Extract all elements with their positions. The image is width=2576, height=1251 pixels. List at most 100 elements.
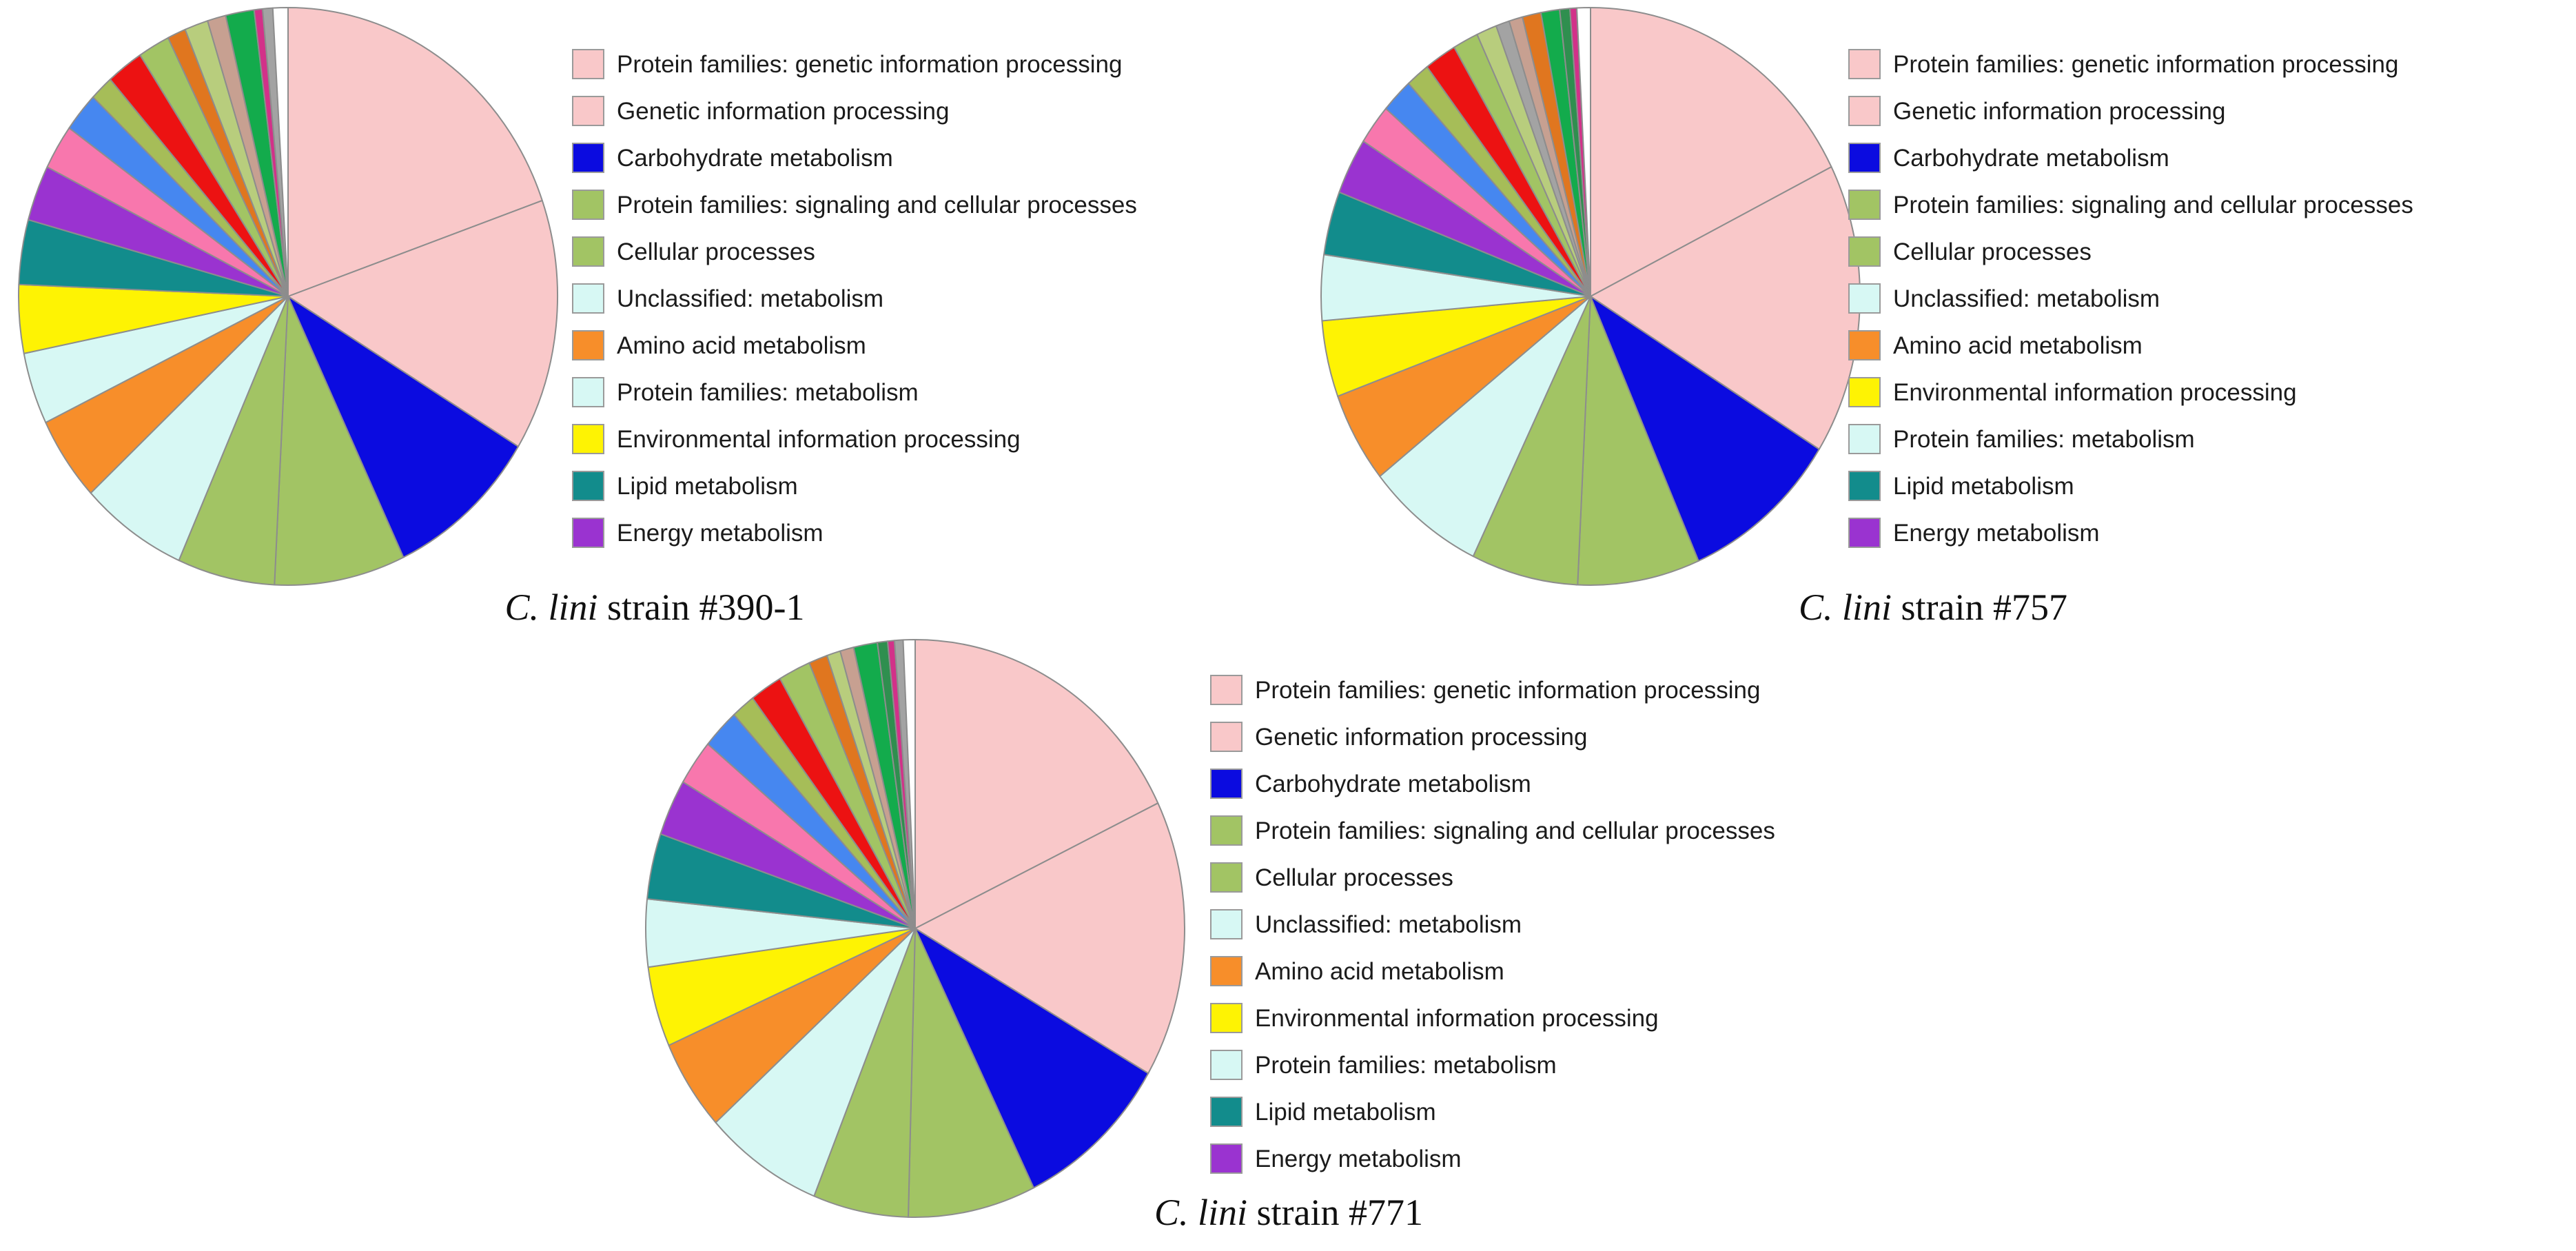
legend-swatch	[1210, 909, 1243, 939]
pie-slice	[90, 296, 289, 562]
legend-item: Amino acid metabolism	[572, 329, 1137, 361]
legend-item: Protein families: signaling and cellular…	[572, 189, 1137, 221]
legend-swatch	[1210, 675, 1243, 705]
legend-swatch	[572, 518, 604, 548]
pie-slice	[1577, 296, 1699, 586]
pie-slice	[813, 928, 916, 1218]
legend-swatch	[1848, 49, 1881, 79]
legend-item: Carbohydrate metabolism	[572, 142, 1137, 174]
legend-strain-757: Protein families: genetic information pr…	[1848, 48, 2413, 564]
legend-item: Cellular processes	[572, 236, 1137, 267]
legend-label: Protein families: metabolism	[617, 378, 919, 406]
legend-swatch	[572, 49, 604, 79]
legend-label: Unclassified: metabolism	[617, 285, 884, 312]
legend-item: Energy metabolism	[1848, 517, 2413, 549]
legend-label: Genetic information processing	[1893, 97, 2226, 125]
legend-item: Unclassified: metabolism	[572, 283, 1137, 314]
legend-swatch	[1210, 1050, 1243, 1080]
pie-slice	[715, 928, 916, 1197]
legend-label: Protein families: metabolism	[1255, 1051, 1557, 1079]
legend-swatch	[1848, 471, 1881, 501]
pie-slice	[914, 928, 1149, 1189]
legend-label: Lipid metabolism	[617, 472, 798, 500]
legend-swatch	[1848, 330, 1881, 360]
pie-slice	[914, 639, 1159, 929]
legend-item: Energy metabolism	[572, 517, 1137, 549]
legend-item: Environmental information processing	[1210, 1002, 1775, 1034]
pie-slice	[1576, 7, 1591, 297]
legend-swatch	[1848, 190, 1881, 220]
legend-label: Energy metabolism	[1893, 519, 2100, 547]
pie-slice	[914, 802, 1186, 1075]
legend-swatch	[1210, 769, 1243, 799]
legend-label: Cellular processes	[1893, 238, 2092, 265]
legend-swatch	[1210, 1003, 1243, 1033]
legend-item: Genetic information processing	[1210, 721, 1775, 753]
caption-rest: strain #771	[1247, 1192, 1423, 1233]
legend-swatch	[1848, 236, 1881, 267]
pie-slice	[272, 7, 289, 297]
pie-chart-strain-771	[645, 638, 1186, 1218]
legend-strain-771: Protein families: genetic information pr…	[1210, 674, 1775, 1190]
legend-swatch	[1210, 815, 1243, 846]
legend-item: Protein families: metabolism	[1210, 1049, 1775, 1081]
pie-slice	[287, 296, 519, 558]
legend-label: Cellular processes	[617, 238, 815, 265]
pie-slice	[178, 296, 289, 586]
legend-item: Lipid metabolism	[1848, 470, 2413, 502]
legend-swatch	[1848, 143, 1881, 173]
caption-strain-757: C. lini strain #757	[1623, 586, 2243, 629]
legend-swatch	[1848, 283, 1881, 314]
legend-swatch	[572, 283, 604, 314]
pie-slice	[287, 199, 558, 447]
legend-item: Protein families: genetic information pr…	[572, 48, 1137, 80]
legend-label: Carbohydrate metabolism	[617, 144, 893, 172]
legend-label: Protein families: signaling and cellular…	[617, 191, 1137, 218]
legend-swatch	[1848, 424, 1881, 454]
pie-slice	[1472, 296, 1591, 586]
pie-slice	[907, 928, 1034, 1218]
legend-item: Lipid metabolism	[572, 470, 1137, 502]
legend-swatch	[572, 96, 604, 126]
legend-swatch	[572, 377, 604, 407]
legend-item: Amino acid metabolism	[1848, 329, 2413, 361]
legend-swatch	[1848, 96, 1881, 126]
pie-slice	[274, 296, 405, 586]
legend-swatch	[572, 190, 604, 220]
legend-swatch	[572, 143, 604, 173]
legend-item: Unclassified: metabolism	[1210, 908, 1775, 940]
legend-label: Amino acid metabolism	[617, 332, 866, 359]
caption-rest: strain #757	[1892, 587, 2067, 628]
legend-label: Lipid metabolism	[1893, 472, 2074, 500]
legend-label: Environmental information processing	[1893, 378, 2297, 406]
legend-item: Energy metabolism	[1210, 1143, 1775, 1174]
legend-label: Carbohydrate metabolism	[1255, 770, 1531, 797]
species-name: C. lini	[1798, 587, 1892, 628]
legend-item: Carbohydrate metabolism	[1210, 768, 1775, 800]
legend-item: Lipid metabolism	[1210, 1096, 1775, 1128]
pie-slice	[1590, 7, 1832, 297]
legend-item: Protein families: metabolism	[1848, 423, 2413, 455]
legend-item: Protein families: signaling and cellular…	[1210, 815, 1775, 846]
legend-item: Genetic information processing	[1848, 95, 2413, 127]
legend-label: Protein families: metabolism	[1893, 425, 2195, 453]
legend-label: Environmental information processing	[1255, 1004, 1659, 1032]
legend-item: Protein families: signaling and cellular…	[1848, 189, 2413, 221]
pie-slice	[902, 638, 916, 929]
legend-label: Unclassified: metabolism	[1893, 285, 2160, 312]
legend-item: Environmental information processing	[572, 423, 1137, 455]
legend-label: Energy metabolism	[617, 519, 824, 547]
legend-label: Protein families: genetic information pr…	[617, 50, 1123, 78]
legend-swatch	[1210, 1097, 1243, 1127]
pie-slice	[1590, 296, 1820, 562]
legend-label: Protein families: genetic information pr…	[1893, 50, 2399, 78]
legend-label: Carbohydrate metabolism	[1893, 144, 2169, 172]
legend-swatch	[1210, 1143, 1243, 1174]
species-name: C. lini	[1154, 1192, 1248, 1233]
legend-label: Protein families: genetic information pr…	[1255, 676, 1761, 704]
legend-label: Genetic information processing	[617, 97, 950, 125]
legend-item: Carbohydrate metabolism	[1848, 142, 2413, 174]
legend-label: Environmental information processing	[617, 425, 1021, 453]
caption-rest: strain #390-1	[597, 587, 805, 628]
